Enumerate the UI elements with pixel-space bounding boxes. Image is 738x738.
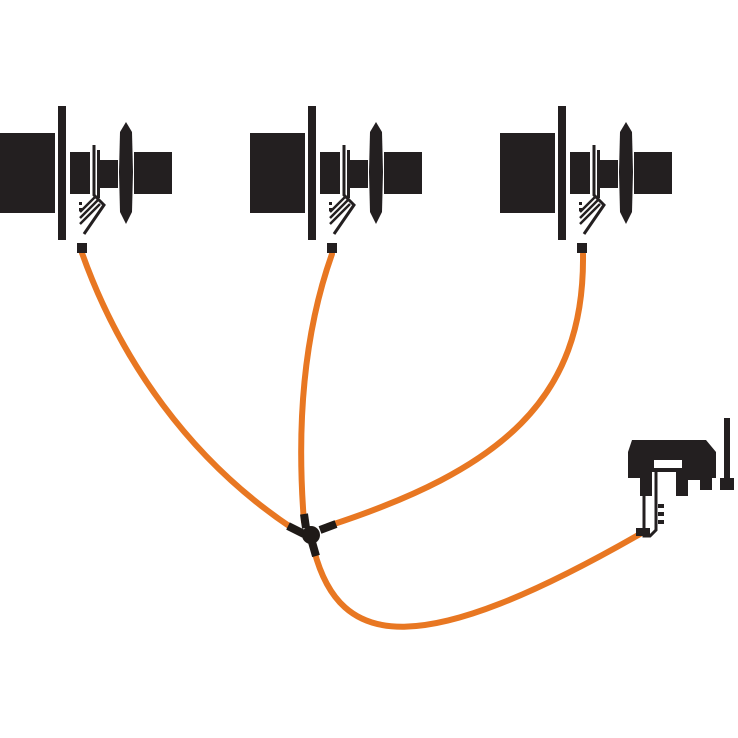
y-splitter-junction-icon [302,526,320,544]
sleeve-left [286,522,306,538]
antenna-base [720,478,734,490]
sleeve-right [318,520,338,534]
receiver-mark [658,520,664,524]
sleeve-bottom [308,540,320,558]
cable-sensor-3 [325,251,587,529]
cable-sleeves [286,513,338,558]
receiver-mark [658,512,664,516]
cable-sensor-1 [79,250,295,531]
receiver-mark [658,504,664,508]
wheel-hub-sensor-icon [498,104,674,255]
cable-group [79,250,643,630]
wheel-hub-sensor-icon [0,104,174,255]
wheel-hub-sensor-icon [248,104,424,255]
receiver-window [654,460,682,468]
cable-sensor-2 [298,251,335,525]
cable-receiver [311,531,643,630]
sensor-group [0,104,674,255]
receiver-unit-with-antenna-icon [628,418,734,538]
sleeve-top [300,513,310,529]
receiver-plug [636,528,650,536]
antenna-icon [724,418,730,482]
